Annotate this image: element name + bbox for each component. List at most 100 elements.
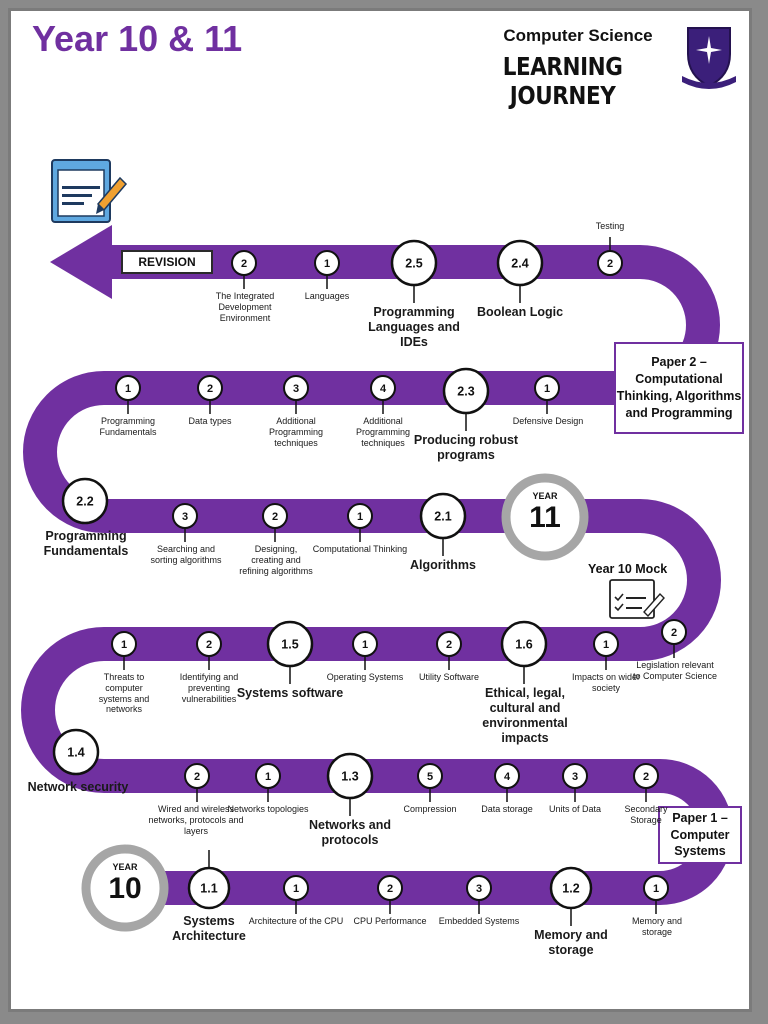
badge-r3-impacts: [593, 631, 619, 657]
badge-r3-threats: [111, 631, 137, 657]
badge-r2-sec: [633, 763, 659, 789]
page-title: Year 10 & 11: [32, 18, 243, 59]
badge-text-r5-pf: 1: [125, 383, 131, 395]
badge-r6-2.5: [390, 239, 438, 287]
year10-word: YEAR: [112, 862, 138, 872]
badge-text-r4-search: 3: [182, 511, 188, 523]
path-arrowhead: [50, 225, 112, 299]
label-r3-os: Operating Systems: [326, 672, 404, 682]
label-r1-perf: CPU Performance: [353, 916, 427, 926]
badge-text-r5-apt1: 3: [293, 383, 299, 395]
label-r6-lang: Languages: [304, 291, 350, 301]
label-r4-2.1: Algorithms: [410, 558, 476, 572]
label-r2-topo: Networks topologies: [227, 804, 309, 814]
badge-r3-vuln: [196, 631, 222, 657]
label-r6-ide: The Integrated Development Environment: [215, 291, 275, 323]
label-r1-1.1: Systems Architecture: [172, 914, 246, 943]
label-r3-legis: Legislation relevant to Computer Science: [632, 660, 718, 681]
badge-text-r1-1.1: 1.1: [200, 882, 217, 896]
paper2-box: Paper 2 – Computational Thinking, Algori…: [614, 342, 744, 434]
exam-checklist-icon: [609, 579, 665, 619]
badge-text-r6-ide: 2: [241, 258, 247, 270]
badge-text-r1-mem: 1: [653, 883, 659, 895]
badge-text-r3-threats: 1: [121, 639, 127, 651]
badge-r6-lang: [314, 250, 340, 276]
badge-text-r3-1.5: 1.5: [281, 638, 298, 652]
badge-r1-mem: [643, 875, 669, 901]
label-r5-pf: Programming Fundamentals: [99, 416, 157, 437]
badge-r5-apt1: [283, 375, 309, 401]
badge-text-r5-dd: 1: [544, 383, 550, 395]
badge-r2-wired: [184, 763, 210, 789]
badge-text-r2-1.3: 1.3: [341, 770, 358, 784]
year10-mock-label: Year 10 Mock: [588, 562, 668, 576]
badge-r1-1.2: [549, 866, 593, 910]
badge-r6-ide: [231, 250, 257, 276]
label-r1-arch: Architecture of the CPU: [248, 916, 344, 926]
journey-title: LEARNING JOURNEY: [502, 52, 623, 110]
label-r3-1.5: Systems software: [236, 686, 344, 700]
badge-r4-2.1: [419, 492, 467, 540]
badge-r2-1.3: [326, 752, 374, 800]
badge-text-r3-1.6: 1.6: [515, 638, 532, 652]
label-r2-comp: Compression: [403, 804, 457, 814]
badge-r4-design: [262, 503, 288, 529]
badge-text-r2-sec: 2: [643, 771, 649, 783]
label-r5-apt2: Additional Programming techniques: [355, 416, 411, 448]
badge-text-r6-2.5: 2.5: [405, 257, 422, 271]
badge-text-r6-lang: 1: [324, 258, 330, 270]
badge-text-r4-ct: 1: [357, 511, 363, 523]
label-r4-design: Designing, creating and refining algorit…: [239, 544, 313, 576]
badge-r1-arch: [283, 875, 309, 901]
badge-text-r5-apt2: 4: [380, 383, 387, 395]
paper1-label: Paper 1 – Computer Systems: [670, 810, 730, 859]
badge-text-r4-2.2: 2.2: [76, 495, 93, 509]
badge-text-r2-data: 4: [504, 771, 511, 783]
subject-title: Computer Science: [503, 26, 653, 45]
badge-r5-apt2: [370, 375, 396, 401]
label-r3-1.6: Ethical, legal, cultural and environment…: [482, 686, 568, 745]
label-r6-2.5: Programming Languages and IDEs: [368, 305, 460, 349]
badge-r6-2.4: [496, 239, 544, 287]
badge-text-r2-topo: 1: [265, 771, 271, 783]
connector-lines: [123, 237, 675, 926]
badge-text-r3-impacts: 1: [603, 639, 609, 651]
year11-word: YEAR: [532, 491, 558, 501]
badge-r3-os: [352, 631, 378, 657]
badge-text-r2-comp: 5: [427, 771, 433, 783]
badge-text-r2-wired: 2: [194, 771, 200, 783]
label-r6-test: Testing: [595, 221, 625, 231]
label-r3-vuln: Identifying and preventing vulnerabiliti…: [179, 672, 239, 704]
label-r5-2.3: Producing robust programs: [413, 433, 519, 462]
badge-text-r3-os: 1: [362, 639, 368, 651]
badge-text-r4-2.1: 2.1: [434, 510, 451, 524]
badge-r2-data: [494, 763, 520, 789]
label-r2-units: Units of Data: [548, 804, 602, 814]
exam-paper-icon: [51, 159, 128, 223]
label-r1-mem: Memory and storage: [631, 916, 683, 937]
badge-text-r1-emb: 3: [476, 883, 482, 895]
label-r3-impacts: Impacts on wider society: [571, 672, 641, 693]
school-crest-icon: [682, 27, 736, 89]
badge-text-r1-arch: 1: [293, 883, 299, 895]
badge-text-r4-design: 2: [272, 511, 278, 523]
label-r1-1.2: Memory and storage: [534, 928, 608, 957]
badge-r3-legis: [661, 619, 687, 645]
label-r2-data: Data storage: [481, 804, 533, 814]
badge-r1-1.1: [187, 866, 231, 910]
badge-r3-1.5: [266, 620, 314, 668]
badge-r3-util: [436, 631, 462, 657]
badge-r4-search: [172, 503, 198, 529]
label-r5-dt: Data types: [188, 416, 232, 426]
badge-r6-test: [597, 250, 623, 276]
label-r2-sec: Secondary Storage: [624, 804, 668, 825]
badge-text-r1-perf: 2: [387, 883, 393, 895]
badge-text-r5-dt: 2: [207, 383, 213, 395]
badge-text-r2-units: 3: [572, 771, 578, 783]
label-r5-dd: Defensive Design: [512, 416, 584, 426]
badge-r5-dt: [197, 375, 223, 401]
badge-r5-2.3: [442, 367, 490, 415]
